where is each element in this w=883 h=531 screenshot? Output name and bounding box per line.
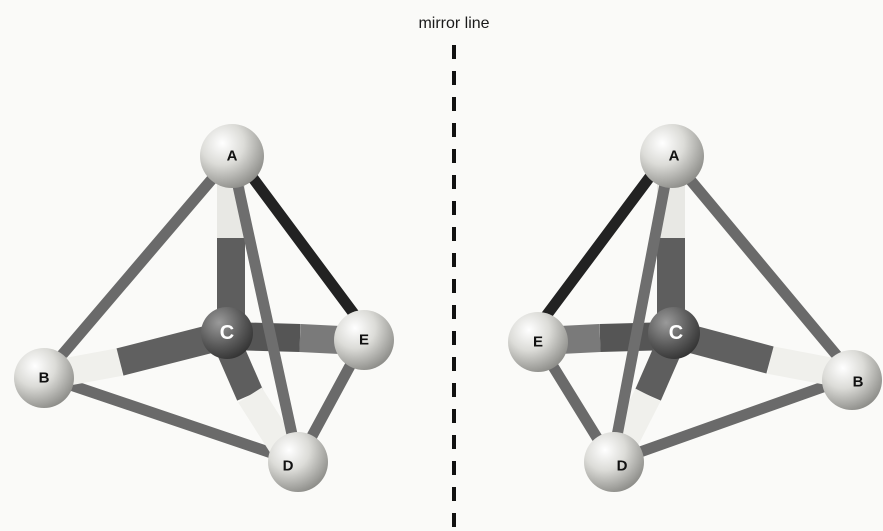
left-atom-d — [268, 432, 328, 492]
left-atom-b-label: B — [39, 370, 50, 387]
right-edge-a-e — [534, 152, 670, 330]
left-atom-a — [200, 124, 264, 188]
left-atom-d-label: D — [283, 458, 294, 475]
right-atom-b — [822, 350, 882, 410]
right-atom-c — [648, 307, 700, 359]
left-atom-e — [334, 310, 394, 370]
left-atom-a-label: A — [227, 148, 238, 165]
left-atom-c — [201, 307, 253, 359]
left-edge-b-d — [38, 370, 304, 468]
right-atom-a — [640, 124, 704, 188]
left-molecule: A B C D E — [14, 124, 394, 492]
right-atom-d — [584, 432, 644, 492]
right-atom-e-label: E — [533, 334, 543, 351]
left-edge-a-d — [226, 152, 304, 468]
right-atom-c-label: C — [669, 322, 683, 344]
right-atom-e — [508, 312, 568, 372]
right-atom-a-label: A — [669, 148, 680, 165]
left-atom-b — [14, 348, 74, 408]
right-atom-b-label: B — [853, 374, 864, 391]
right-edge-b-d — [606, 370, 860, 468]
right-edge-a-d — [606, 152, 676, 468]
right-atom-d-label: D — [617, 458, 628, 475]
left-edge-a-e — [232, 152, 366, 328]
right-edge-a-b — [666, 152, 860, 382]
right-molecule: A B C D E — [508, 124, 882, 492]
mirror-line-label: mirror line — [418, 15, 490, 32]
left-edge-a-b — [38, 152, 236, 382]
left-atom-e-label: E — [359, 332, 369, 349]
left-atom-c-label: C — [220, 322, 234, 344]
